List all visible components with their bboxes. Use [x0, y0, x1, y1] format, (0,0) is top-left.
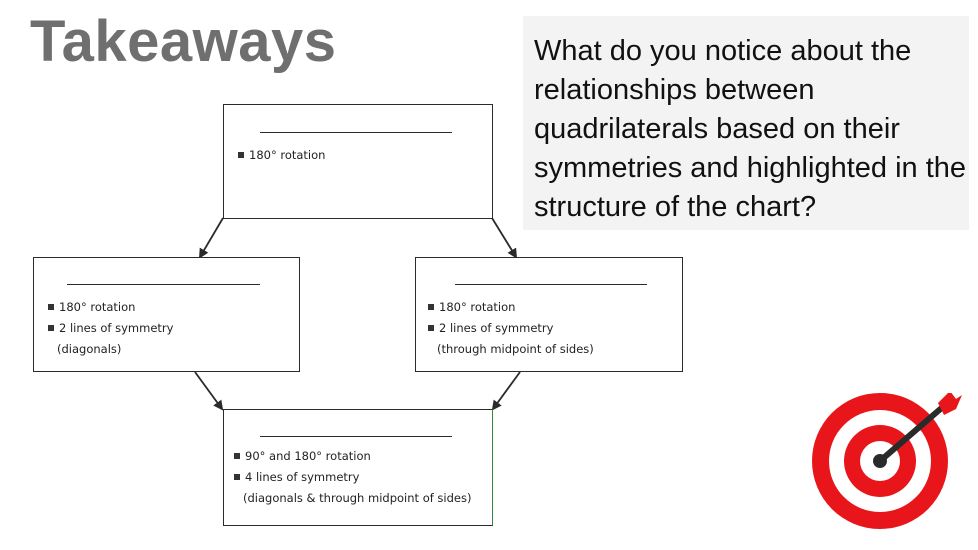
name-blank-line: [455, 284, 647, 285]
target-icon: [812, 393, 962, 529]
slide-title: Takeaways: [30, 9, 337, 74]
arrow-left-to-bottom: [194, 371, 224, 411]
diagram-node-top: 180° rotation: [223, 104, 493, 219]
node-left-line-1: 180° rotation: [59, 300, 136, 314]
node-top-line-1: 180° rotation: [249, 148, 326, 162]
node-right-line-2: 2 lines of symmetry: [439, 321, 554, 335]
name-blank-line: [67, 284, 260, 285]
bullet-icon: [234, 453, 240, 459]
arrow-icon: [873, 393, 962, 468]
bullet-icon: [238, 152, 244, 158]
arrow-top-to-right: [491, 217, 518, 259]
bullet-icon: [234, 474, 240, 480]
diagram-node-bottom: 90° and 180° rotation 4 lines of symmetr…: [223, 409, 493, 526]
node-left-line-2: 2 lines of symmetry: [59, 321, 174, 335]
node-right-line-1: 180° rotation: [439, 300, 516, 314]
arrow-top-to-left: [198, 217, 224, 259]
bullet-icon: [48, 304, 54, 310]
bullet-icon: [428, 304, 434, 310]
node-left-note: (diagonals): [57, 342, 122, 356]
diagram-node-right: 180° rotation 2 lines of symmetry (throu…: [415, 257, 683, 372]
name-blank-line: [260, 132, 452, 133]
node-bottom-note: (diagonals & through midpoint of sides): [243, 491, 472, 505]
node-right-note: (through midpoint of sides): [437, 342, 594, 356]
bullet-icon: [428, 325, 434, 331]
diagram-node-left: 180° rotation 2 lines of symmetry (diago…: [33, 257, 300, 372]
node-bottom-line-1: 90° and 180° rotation: [245, 449, 371, 463]
bullet-icon: [48, 325, 54, 331]
arrow-right-to-bottom: [491, 371, 521, 411]
node-bottom-line-2: 4 lines of symmetry: [245, 470, 360, 484]
name-blank-line: [260, 436, 452, 437]
question-box: What do you notice about the relationshi…: [523, 16, 969, 230]
question-text: What do you notice about the relationshi…: [534, 35, 967, 223]
